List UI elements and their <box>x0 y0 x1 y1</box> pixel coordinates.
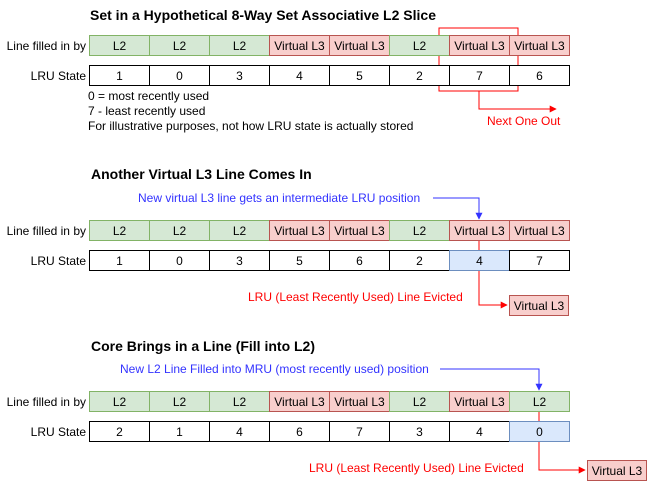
section3-fill-row-label: Line filled in by <box>6 395 86 409</box>
fill-cell-6: L2 <box>389 220 450 241</box>
fill-cell-5: Virtual L3 <box>329 220 390 241</box>
lru-cell-5: 6 <box>329 250 390 271</box>
section2-fill-row-label: Line filled in by <box>6 224 86 238</box>
section1-title: Set in a Hypothetical 8-Way Set Associat… <box>90 7 436 23</box>
fill-cell-1: L2 <box>89 35 150 56</box>
fill-cell-6: L2 <box>389 391 450 412</box>
section3-lru-row-label: LRU State <box>30 425 86 439</box>
lru-cell-3: 4 <box>209 421 270 442</box>
section1-lru-row-label: LRU State <box>30 69 86 83</box>
section2-lru-row-label: LRU State <box>30 254 86 268</box>
lru-cell-2: 0 <box>149 250 210 271</box>
fill-cell-8: Virtual L3 <box>509 35 570 56</box>
fill-cell-2: L2 <box>149 35 210 56</box>
lru-cell-8: 0 <box>509 421 570 442</box>
section3-evicted-line-box: Virtual L3 <box>587 460 647 481</box>
section2-insert-arrow <box>433 197 483 220</box>
lru-cell-1: 1 <box>89 250 150 271</box>
lru-cell-2: 1 <box>149 421 210 442</box>
section3-insert-arrow <box>440 368 543 391</box>
lru-cell-8: 7 <box>509 250 570 271</box>
fill-cell-8: L2 <box>509 391 570 412</box>
lru-cell-1: 2 <box>89 421 150 442</box>
lru-cell-4: 4 <box>269 65 330 86</box>
section2-evicted-label: LRU (Least Recently Used) Line Evicted <box>248 290 463 304</box>
lru-cell-5: 5 <box>329 65 390 86</box>
section3-evicted-label: LRU (Least Recently Used) Line Evicted <box>309 461 524 475</box>
fill-cell-1: L2 <box>89 391 150 412</box>
lru-cell-2: 0 <box>149 65 210 86</box>
lru-cell-7: 4 <box>449 421 510 442</box>
lru-cell-3: 3 <box>209 250 270 271</box>
lru-cell-5: 7 <box>329 421 390 442</box>
section1-note-illustrative: For illustrative purposes, not how LRU s… <box>88 119 414 133</box>
section1-note-mru: 0 = most recently used <box>88 89 210 103</box>
fill-cell-7: Virtual L3 <box>449 391 510 412</box>
fill-cell-3: L2 <box>209 220 270 241</box>
fill-cell-3: L2 <box>209 35 270 56</box>
fill-cell-4: Virtual L3 <box>269 220 330 241</box>
next-out-arrow <box>478 91 557 113</box>
section3-annotation: New L2 Line Filled into MRU (most recent… <box>120 362 429 376</box>
section2-evicted-line-box: Virtual L3 <box>509 295 569 316</box>
fill-cell-3: L2 <box>209 391 270 412</box>
fill-cell-7: Virtual L3 <box>449 220 510 241</box>
lru-cell-1: 1 <box>89 65 150 86</box>
lru-cell-6: 3 <box>389 421 450 442</box>
fill-cell-2: L2 <box>149 391 210 412</box>
fill-cell-7: Virtual L3 <box>449 35 510 56</box>
section3-title: Core Brings in a Line (Fill into L2) <box>91 338 316 354</box>
lru-cell-6: 2 <box>389 250 450 271</box>
lru-cell-4: 6 <box>269 421 330 442</box>
fill-cell-4: Virtual L3 <box>269 35 330 56</box>
fill-cell-5: Virtual L3 <box>329 35 390 56</box>
fill-cell-2: L2 <box>149 220 210 241</box>
lru-cell-4: 5 <box>269 250 330 271</box>
section1-fill-row-label: Line filled in by <box>6 39 86 53</box>
lru-cell-7: 7 <box>449 65 510 86</box>
fill-cell-1: L2 <box>89 220 150 241</box>
fill-cell-4: Virtual L3 <box>269 391 330 412</box>
section2-title: Another Virtual L3 Line Comes In <box>91 166 312 182</box>
lru-cell-8: 6 <box>509 65 570 86</box>
fill-cell-5: Virtual L3 <box>329 391 390 412</box>
lru-cell-7: 4 <box>449 250 510 271</box>
lru-cell-6: 2 <box>389 65 450 86</box>
lru-cell-3: 3 <box>209 65 270 86</box>
next-one-out-label: Next One Out <box>487 114 561 128</box>
section1-note-lru: 7 - least recently used <box>88 104 206 118</box>
fill-cell-6: L2 <box>389 35 450 56</box>
fill-cell-8: Virtual L3 <box>509 220 570 241</box>
section2-annotation: New virtual L3 line gets an intermediate… <box>138 191 421 205</box>
